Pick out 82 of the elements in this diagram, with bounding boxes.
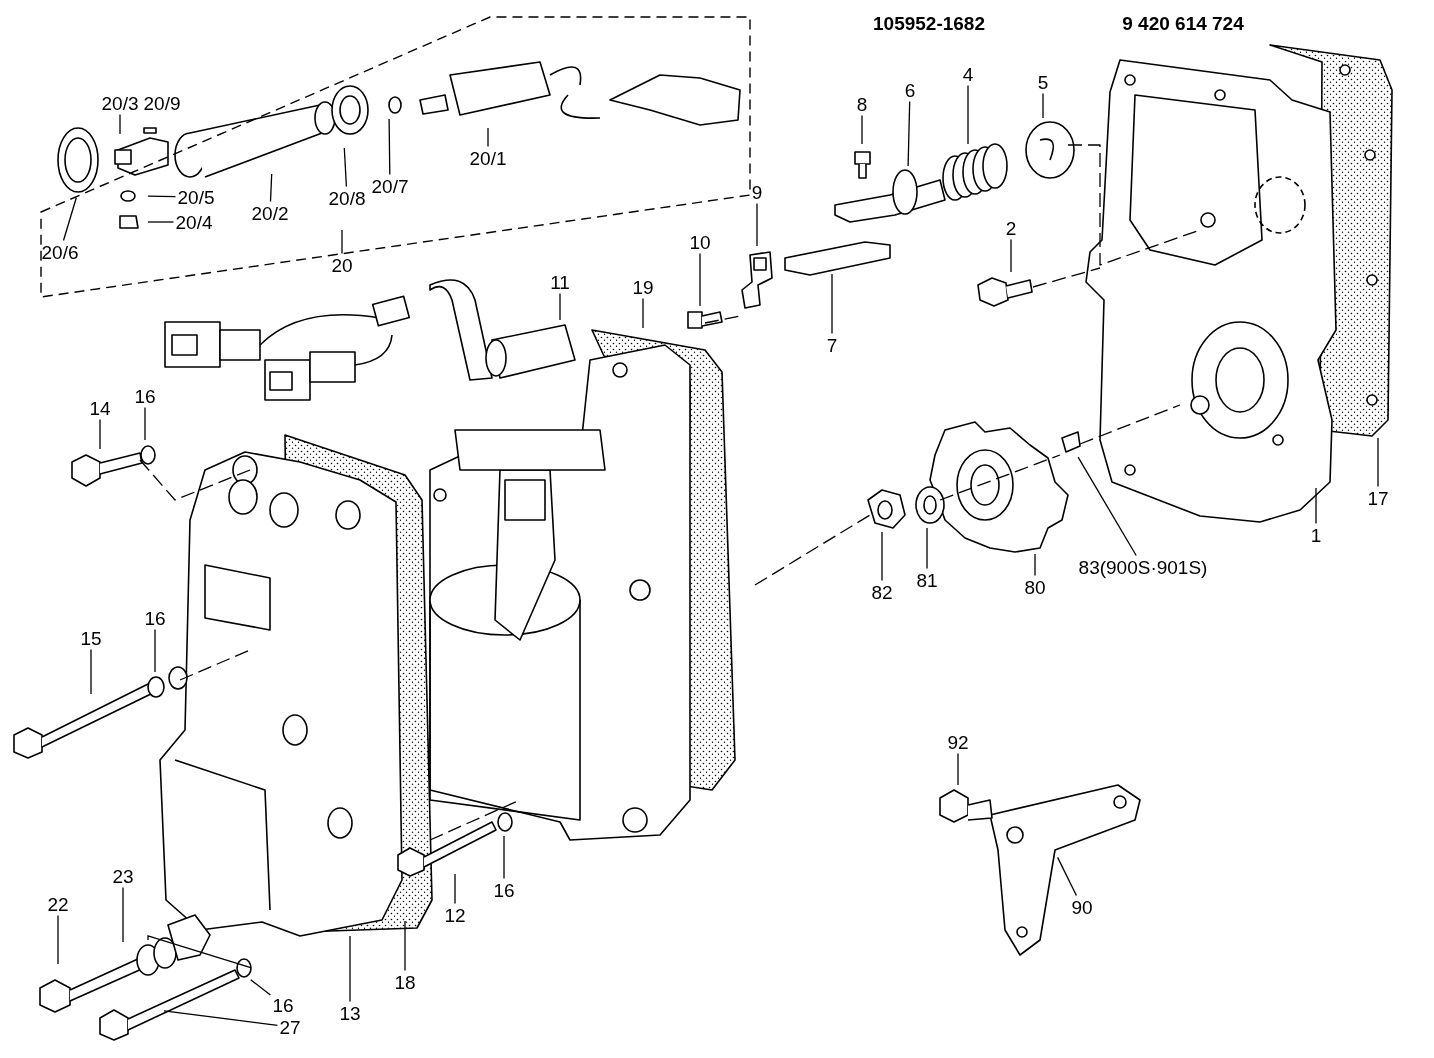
leader-line <box>343 147 348 188</box>
callout-number: 10 <box>689 232 711 252</box>
callout-number: 18 <box>394 972 416 992</box>
leader-line <box>957 752 959 786</box>
callout-number: 81 <box>916 570 938 590</box>
callout-number: 83(900S·901S) <box>1078 557 1208 577</box>
leader-line <box>756 202 758 247</box>
callout-number: 1 <box>1310 525 1322 545</box>
leader-line <box>926 527 928 570</box>
callout-number: 20/3 <box>101 93 139 113</box>
callout-number: 20/6 <box>41 242 79 262</box>
callout-number: 20 <box>331 255 353 275</box>
callout-number: 20/5 <box>177 187 215 207</box>
callout-number: 17 <box>1367 488 1389 508</box>
leader-line <box>1034 553 1036 577</box>
leader-line <box>147 195 177 198</box>
leader-line <box>1010 238 1012 273</box>
callout-number: 7 <box>826 335 838 355</box>
callout-number: 20/4 <box>175 212 213 232</box>
callout-number: 16 <box>144 608 166 628</box>
callout-number: 15 <box>80 628 102 648</box>
leader-line <box>90 648 92 695</box>
callout-number: 12 <box>444 905 466 925</box>
leader-line <box>487 127 489 148</box>
callout-number: 4 <box>962 64 974 84</box>
leader-line <box>861 114 863 145</box>
leader-line <box>122 886 124 943</box>
callout-number: 16 <box>134 386 156 406</box>
leader-line <box>154 628 156 673</box>
callout-number: 20/1 <box>469 148 507 168</box>
callout-number: 19 <box>632 277 654 297</box>
part-number: 105952-1682 <box>873 13 985 35</box>
callout-number: 11 <box>550 272 570 292</box>
callout-number: 20/8 <box>328 188 366 208</box>
leader-line <box>163 1010 279 1027</box>
callout-number: 9 <box>751 182 763 202</box>
leader-line <box>388 118 391 176</box>
leader-line <box>642 297 644 329</box>
leader-line <box>57 914 59 965</box>
callout-number: 6 <box>904 80 916 100</box>
callout-number: 20/9 <box>143 93 181 113</box>
callout-number: 22 <box>47 894 69 914</box>
leader-line <box>147 221 175 223</box>
leader-line <box>503 835 505 880</box>
callout-number: 27 <box>279 1017 301 1037</box>
callout-number: 20/2 <box>251 203 289 223</box>
leader-line <box>349 935 351 1003</box>
leader-line <box>1315 487 1317 525</box>
callout-number: 92 <box>947 732 969 752</box>
leader-line <box>1377 437 1379 488</box>
callout-number: 20/7 <box>371 176 409 196</box>
callout-number: 14 <box>89 398 111 418</box>
callout-number: 8 <box>856 94 868 114</box>
leader-line <box>269 173 273 203</box>
callout-number: 23 <box>112 866 134 886</box>
leader-line <box>1042 92 1044 119</box>
leader-line <box>454 873 456 905</box>
callout-number: 90 <box>1071 897 1093 917</box>
leader-line <box>831 273 833 335</box>
leader-line <box>99 418 101 450</box>
callout-number: 16 <box>272 995 294 1015</box>
part-number: 9 420 614 724 <box>1122 13 1244 35</box>
callout-number: 80 <box>1024 577 1046 597</box>
leader-line <box>1056 856 1078 897</box>
callout-number: 5 <box>1037 72 1049 92</box>
leader-line <box>559 292 561 321</box>
leader-line <box>907 100 911 167</box>
assembly-group-outline <box>40 15 752 298</box>
leader-line <box>699 252 701 307</box>
leader-line <box>967 84 969 145</box>
leader-line <box>119 113 121 135</box>
leader-line <box>404 920 406 972</box>
leader-line <box>1077 456 1137 557</box>
callout-number: 2 <box>1005 218 1017 238</box>
leader-line <box>881 531 883 582</box>
leader-line <box>341 229 343 255</box>
leader-line <box>144 406 146 441</box>
callout-number: 13 <box>339 1003 361 1023</box>
callout-number: 16 <box>493 880 515 900</box>
callout-number: 82 <box>871 582 893 602</box>
leader-line <box>62 197 77 242</box>
leader-line <box>147 935 272 996</box>
